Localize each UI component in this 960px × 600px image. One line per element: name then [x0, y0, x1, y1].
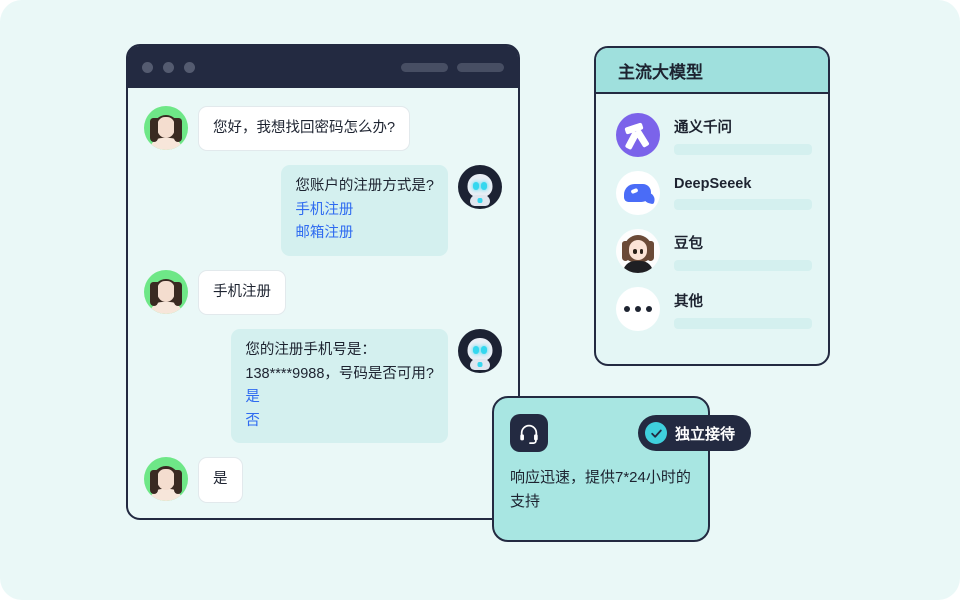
robot-avatar: [458, 329, 502, 374]
message-text: 手机注册: [213, 283, 271, 300]
support-card-header: 独立接待: [510, 414, 752, 452]
deepseek-logo-icon: [616, 171, 660, 215]
model-name: DeepSeeek: [674, 176, 752, 192]
model-placeholder-bar: [674, 259, 812, 271]
titlebar-pill-2[interactable]: [457, 62, 504, 72]
message-text: 您的注册手机号是：: [245, 342, 376, 359]
chat-message-list: 您好，我想找回密码怎么办? 您账户的注册方式是? 手机注册 邮箱注册: [128, 88, 518, 518]
chat-bubble-user: 手机注册: [198, 269, 286, 316]
message-text: 您好，我想找回密码怎么办?: [213, 120, 396, 136]
chat-message-row: 您的注册手机号是： 138****9988，号码是否可用? 是 否: [144, 329, 502, 444]
message-option-link[interactable]: 手机注册: [295, 201, 354, 218]
chat-message-row: 您好，我想找回密码怎么办?: [144, 106, 502, 152]
model-name: 通义千问: [674, 119, 732, 136]
window-dot-minimize-icon[interactable]: [163, 61, 174, 73]
user-photo-avatar: [144, 457, 188, 502]
support-card-description: 响应迅速，提供7*24小时的支持: [510, 469, 691, 510]
chat-bubble-user: 您好，我想找回密码怎么办?: [198, 106, 411, 152]
model-list-item-qwen[interactable]: 通义千问: [596, 106, 828, 164]
model-placeholder-bar: [674, 317, 812, 329]
model-name: 其他: [674, 293, 703, 310]
headset-icon: [510, 414, 548, 452]
doubao-logo-icon: [616, 229, 660, 273]
support-card: 独立接待 响应迅速，提供7*24小时的支持: [492, 396, 752, 542]
chat-bubble-user: 是: [198, 457, 243, 503]
model-placeholder-bar: [674, 143, 812, 155]
chat-message-row: 您账户的注册方式是? 手机注册 邮箱注册: [144, 165, 502, 256]
window-dot-maximize-icon[interactable]: [184, 61, 195, 73]
chat-message-row: 手机注册: [144, 269, 502, 316]
status-badge: 独立接待: [638, 415, 752, 451]
chat-bubble-bot: 您账户的注册方式是? 手机注册 邮箱注册: [281, 165, 448, 256]
robot-avatar: [458, 165, 502, 210]
models-panel-title: 主流大模型: [596, 48, 828, 94]
models-list: 通义千问 DeepSeeek: [596, 94, 828, 338]
message-text: 138****9988，号码是否可用?: [245, 365, 434, 382]
status-badge-label: 独立接待: [675, 425, 736, 443]
model-list-item-other[interactable]: 其他: [596, 280, 828, 338]
message-option-link[interactable]: 邮箱注册: [295, 225, 354, 242]
model-list-item-doubao[interactable]: 豆包: [596, 222, 828, 280]
other-dots-icon: [616, 287, 660, 331]
message-text: 是: [213, 471, 228, 488]
model-list-item-deepseek[interactable]: DeepSeeek: [596, 164, 828, 222]
user-photo-avatar: [144, 269, 188, 314]
check-circle-icon: [645, 422, 667, 444]
model-placeholder-bar: [674, 199, 812, 210]
message-text: 您账户的注册方式是?: [295, 178, 434, 195]
chat-message-row: 是: [144, 457, 502, 503]
user-photo-avatar: [144, 106, 188, 150]
window-titlebar: [128, 46, 518, 88]
qwen-logo-icon: [616, 113, 660, 157]
chat-bubble-bot: 您的注册手机号是： 138****9988，号码是否可用? 是 否: [231, 329, 448, 444]
model-name: 豆包: [674, 235, 703, 252]
chat-window: 您好，我想找回密码怎么办? 您账户的注册方式是? 手机注册 邮箱注册: [126, 44, 520, 520]
message-option-link[interactable]: 是: [245, 389, 260, 406]
titlebar-pill-1[interactable]: [401, 62, 448, 72]
window-dot-close-icon[interactable]: [142, 61, 153, 73]
models-panel: 主流大模型 通义千问 DeepSeeek: [594, 46, 830, 366]
message-option-link[interactable]: 否: [245, 412, 260, 429]
